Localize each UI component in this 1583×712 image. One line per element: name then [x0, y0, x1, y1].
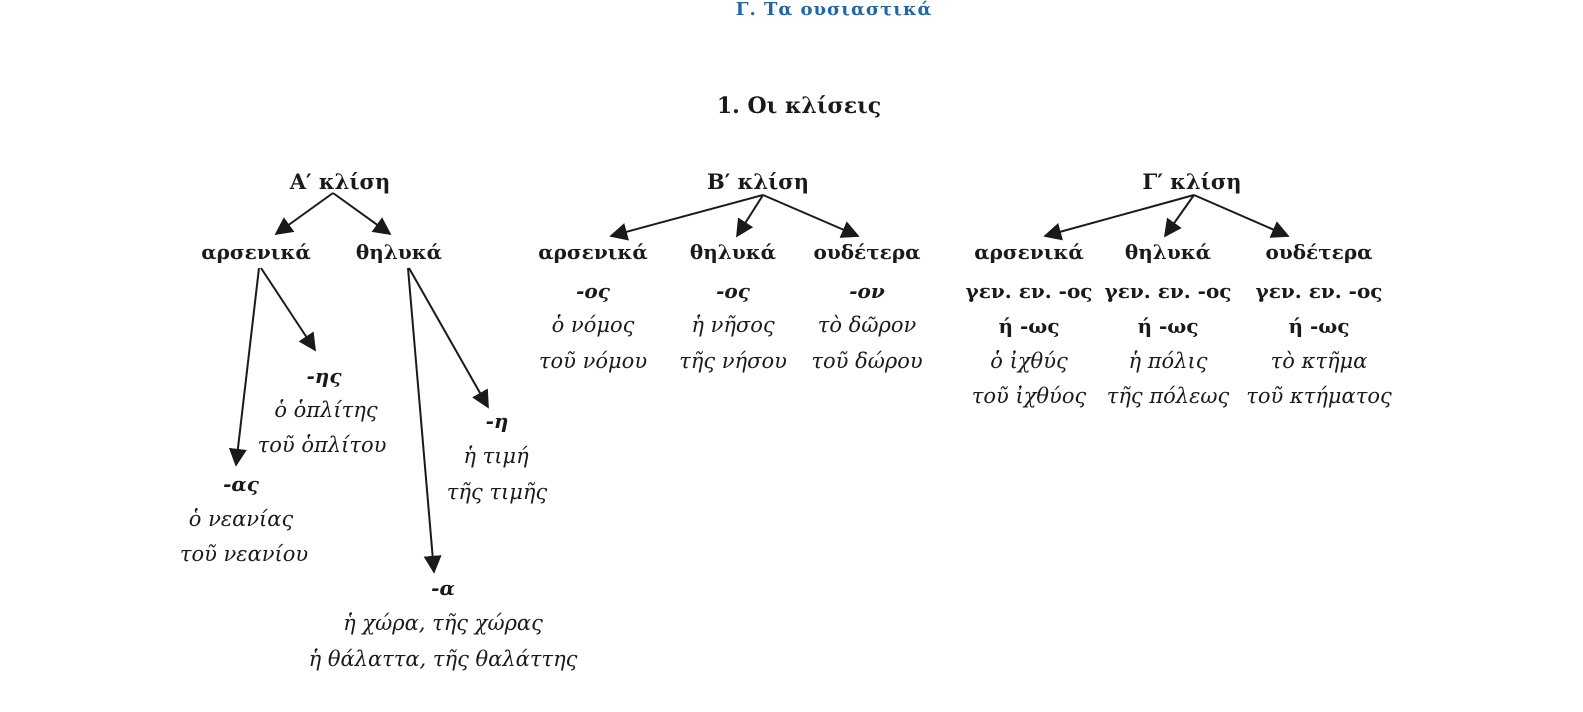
ending-genitive: γεν. εν. -ος: [965, 279, 1093, 303]
declension-b-title: Β′ κλίση: [707, 169, 809, 194]
ending-a: -α: [431, 576, 455, 600]
declension-a-title: Α′ κλίση: [289, 169, 391, 194]
ending-os: -ος: [716, 279, 750, 303]
example-line: ἡ πόλις: [1128, 349, 1208, 373]
example-line: τὸ δῶρον: [817, 313, 917, 337]
ending-h: -η: [485, 409, 509, 433]
arrow-b-to-feminine: [736, 194, 764, 238]
ending-genitive: γεν. εν. -ος: [1255, 279, 1383, 303]
example-line: τοῦ ἰχθύος: [971, 384, 1087, 408]
example-line: τῆς νήσου: [679, 349, 787, 373]
example-line: ὁ νεανίας: [188, 507, 294, 531]
ending-hs: -ης: [306, 364, 342, 388]
declension-c-neuter: ουδέτερα: [1265, 240, 1373, 264]
arrow-masc-to-as: [228, 267, 260, 467]
declension-b-neuter: ουδέτερα: [813, 240, 921, 264]
ending-alt: ή -ως: [1137, 314, 1199, 338]
arrow-b-to-neuter: [762, 194, 860, 238]
arrow-a-to-feminine: [332, 192, 392, 236]
example-line: τῆς τιμῆς: [446, 480, 548, 504]
example-line: τοῦ νόμου: [538, 349, 648, 373]
declension-b-masculine: αρσενικά: [538, 240, 648, 264]
declension-b-feminine: θηλυκά: [689, 240, 777, 264]
example-line: ὁ ὁπλίτης: [274, 398, 378, 422]
declension-a-masculine: αρσενικά: [201, 240, 311, 264]
example-line: τοῦ δώρου: [811, 349, 923, 373]
declension-a-feminine: θηλυκά: [355, 240, 443, 264]
example-line: τὸ κτῆμα: [1270, 349, 1368, 373]
declension-c-masculine: αρσενικά: [974, 240, 1084, 264]
example-line: ἡ θάλαττα, τῆς θαλάττης: [308, 647, 578, 671]
arrow-c-to-feminine: [1163, 194, 1195, 238]
arrow-c-to-neuter: [1193, 194, 1290, 238]
ending-os: -ος: [576, 279, 610, 303]
example-line: ἡ τιμή: [463, 444, 529, 468]
arrow-fem-to-a: [407, 267, 442, 574]
example-line: τοῦ νεανίου: [179, 542, 309, 566]
arrow-b-to-masculine: [609, 194, 764, 241]
ending-alt: ή -ως: [1288, 314, 1350, 338]
example-line: ἡ χώρα, τῆς χώρας: [343, 611, 543, 635]
arrow-masc-to-hs: [260, 267, 316, 352]
ending-as: -ας: [223, 472, 259, 496]
diagram-title: 1. Οι κλίσεις: [716, 93, 882, 119]
example-line: τοῦ κτήματος: [1246, 384, 1392, 408]
example-line: ὁ ἰχθύς: [990, 349, 1068, 373]
declension-c-feminine: θηλυκά: [1124, 240, 1212, 264]
section-header: Γ. Τα ουσιαστικά: [735, 0, 933, 20]
example-line: ἡ νῆσος: [691, 313, 775, 337]
example-line: τῆς πόλεως: [1106, 384, 1230, 408]
ending-genitive: γεν. εν. -ος: [1104, 279, 1232, 303]
declension-c-title: Γ′ κλίση: [1142, 169, 1242, 194]
example-line: τοῦ ὁπλίτου: [257, 433, 387, 457]
example-line: ὁ νόμος: [551, 313, 635, 337]
arrow-fem-to-h: [408, 267, 489, 409]
arrow-a-to-masculine: [274, 192, 334, 236]
ending-alt: ή -ως: [998, 314, 1060, 338]
arrow-c-to-masculine: [1043, 194, 1195, 241]
ending-on: -ον: [849, 279, 885, 303]
